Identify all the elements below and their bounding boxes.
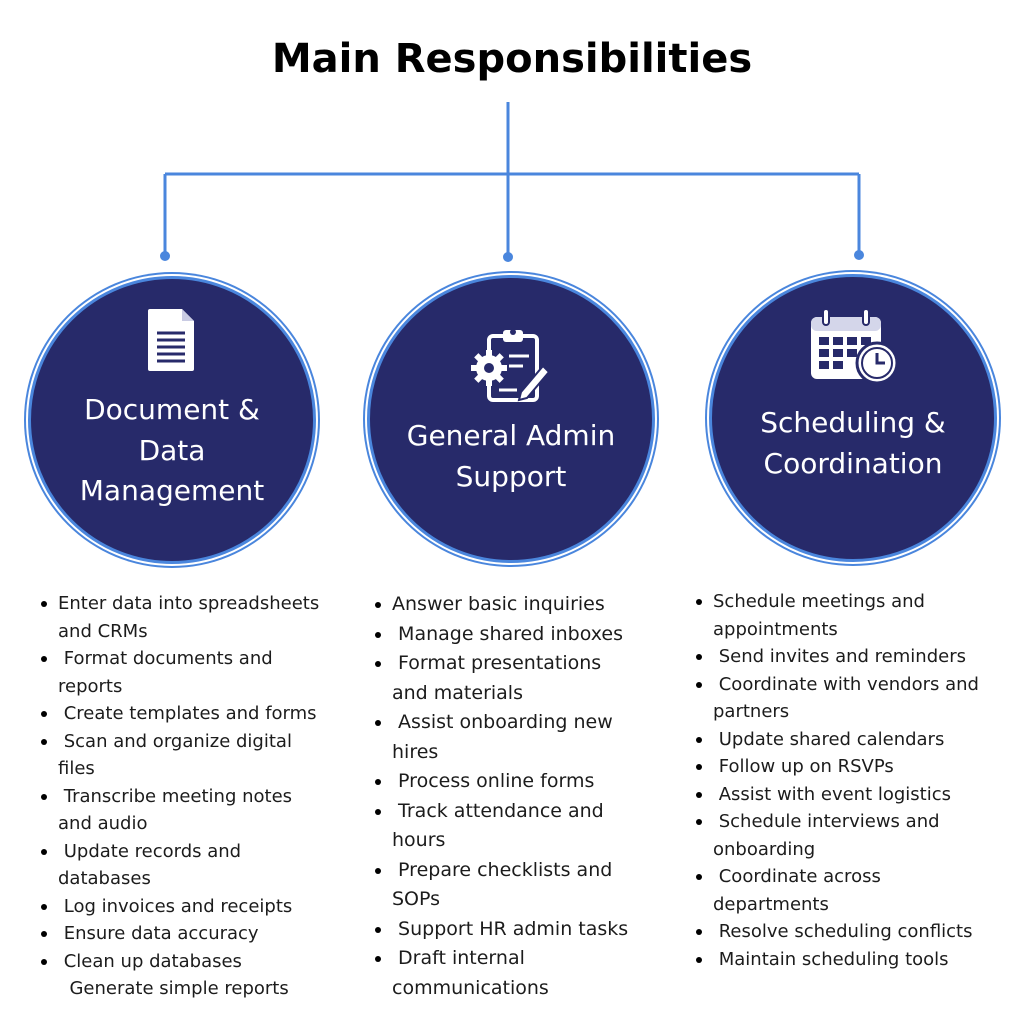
list-item: Schedule meetings and appointments: [696, 588, 1024, 643]
list-item: Assist with event logistics: [696, 781, 1024, 809]
list-item: Track attendance and hours: [375, 797, 692, 856]
bullet-list-general-admin: Answer basic inquiries Manage shared inb…: [372, 590, 692, 1003]
branch-label: General Admin Support: [406, 419, 616, 493]
calendar-clock-icon: [809, 307, 901, 391]
connector-dot-center: [503, 252, 513, 262]
list-item: Ensure data accuracy: [41, 920, 378, 948]
bullet-list-document-data: Enter data into spreadsheets and CRMs Fo…: [38, 590, 378, 1003]
branch-circle-general-admin: General Admin Support: [367, 275, 655, 563]
list-item: Answer basic inquiries: [375, 590, 692, 620]
list-item: Process online forms: [375, 767, 692, 797]
list-item: Assist onboarding new hires: [375, 708, 692, 767]
list-item: Clean up databases: [41, 948, 378, 976]
list-item: Generate simple reports: [58, 978, 289, 999]
branch-circle-scheduling: Scheduling & Coordination: [709, 274, 997, 562]
list-item: Scan and organize digital files: [41, 728, 378, 783]
connector-dot-left: [160, 251, 170, 261]
branch-label: Scheduling & Coordination: [760, 406, 946, 480]
list-item: Resolve scheduling conflicts: [696, 918, 1024, 946]
list-item: Update shared calendars: [696, 726, 1024, 754]
branch-circle-document-data: Document & Data Management: [28, 276, 316, 564]
list-item: Transcribe meeting notes and audio: [41, 783, 378, 838]
branch-label: Document & Data Management: [79, 393, 265, 508]
list-item: Create templates and forms: [41, 700, 378, 728]
list-item: Manage shared inboxes: [375, 620, 692, 650]
list-item: Coordinate with vendors and partners: [696, 671, 1024, 726]
page-title: Main Responsibilities: [271, 36, 753, 82]
bullet-list-scheduling: Schedule meetings and appointments Send …: [693, 588, 1024, 973]
list-item: Maintain scheduling tools: [696, 946, 1024, 974]
list-item: Send invites and reminders: [696, 643, 1024, 671]
list-item: Support HR admin tasks: [375, 915, 692, 945]
list-item: Schedule interviews and onboarding: [696, 808, 1024, 863]
connector-lines: [160, 102, 864, 262]
clipboard-gear-icon: [471, 326, 551, 410]
list-item: Draft internal communications: [375, 944, 692, 1003]
connector-dot-right: [854, 250, 864, 260]
list-item: Format presentations and materials: [375, 649, 692, 708]
list-item: Update records and databases: [41, 838, 378, 893]
list-item: Log invoices and receipts: [41, 893, 378, 921]
list-item: Coordinate across departments: [696, 863, 1024, 918]
list-item: Enter data into spreadsheets and CRMs: [41, 590, 378, 645]
list-item: Follow up on RSVPs: [696, 753, 1024, 781]
document-icon: [146, 307, 198, 377]
list-item: Prepare checklists and SOPs: [375, 856, 692, 915]
list-item: Format documents and reports: [41, 645, 378, 700]
